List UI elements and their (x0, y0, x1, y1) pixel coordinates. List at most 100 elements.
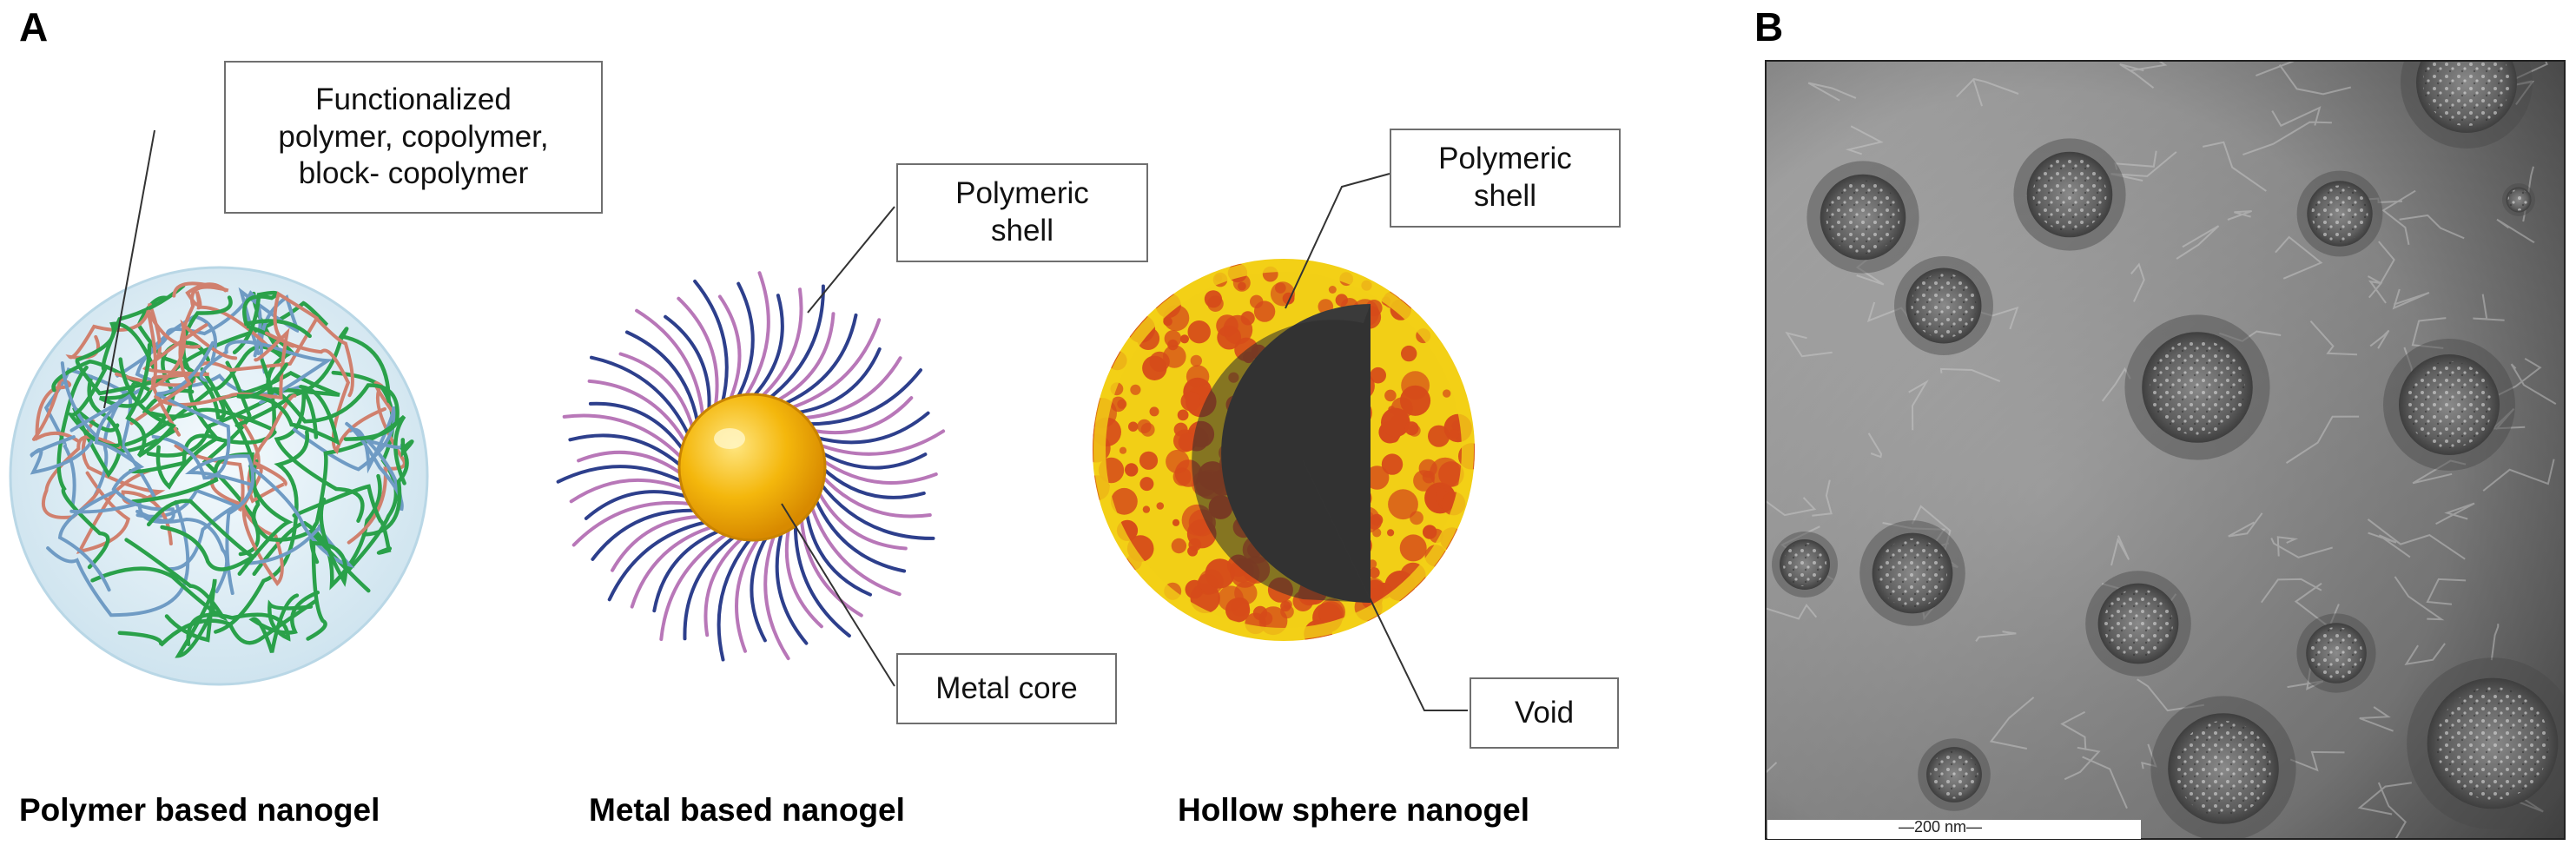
film-wrinkle (2359, 706, 2394, 732)
film-wrinkle (2256, 61, 2296, 77)
film-wrinkle (2202, 141, 2267, 192)
film-wrinkle (1867, 433, 1883, 459)
shell-strand (569, 478, 689, 504)
callout-polymer-line1: Functionalized (315, 82, 512, 116)
film-wrinkle (2514, 80, 2535, 105)
polymer-chain (347, 380, 406, 545)
polymer-chain (117, 598, 319, 647)
scale-bar-label: —200 nm— (1899, 818, 1983, 835)
shell-spot (1364, 466, 1390, 490)
callout-polymer-line2: polymer, copolymer, (278, 119, 549, 154)
shell-strand (813, 495, 907, 573)
shell-spot (1187, 320, 1211, 344)
shell-strand (758, 287, 803, 400)
shell-strand (809, 502, 902, 597)
polymer-chain (130, 452, 294, 576)
tem-micrograph (1765, 60, 2566, 840)
shell-spot (1280, 600, 1291, 612)
polymer-chain (146, 499, 257, 571)
shell-strand (818, 450, 928, 470)
shell-strand (784, 524, 823, 629)
film-wrinkle (1766, 762, 1778, 775)
polymer-chain (66, 283, 186, 448)
tem-particles (1772, 61, 2565, 839)
polymer-chain (273, 291, 354, 398)
film-wrinkle (1975, 631, 2017, 642)
shell-spot (1180, 391, 1201, 412)
shell-strand (562, 413, 685, 461)
polymer-chain (164, 578, 217, 658)
shell-spot (1137, 419, 1152, 433)
film-wrinkle (2367, 518, 2466, 560)
polymer-chain (72, 374, 122, 479)
film-wrinkle (2275, 235, 2323, 280)
shell-spot (1163, 345, 1186, 368)
shell-strand (763, 531, 790, 661)
shell-spot (1111, 487, 1138, 515)
polymer-chain (362, 438, 414, 537)
film-wrinkle (2368, 241, 2395, 285)
shell-strand (587, 379, 689, 446)
film-wrinkle (2227, 210, 2252, 221)
shell-spot (1125, 463, 1139, 477)
shell-spot (1370, 367, 1386, 384)
film-wrinkle (2482, 459, 2555, 492)
shell-spot (1381, 407, 1410, 438)
leader-polymer (103, 129, 155, 409)
shell-spot (1275, 282, 1286, 294)
film-wrinkle (2082, 756, 2128, 809)
particle-texture (2406, 361, 2493, 448)
polymer-chain (247, 393, 297, 504)
callout-metal-shell-line2: shell (991, 214, 1054, 248)
callout-metal-shell: Polymeric shell (896, 163, 1148, 262)
film-wrinkle (2228, 512, 2263, 538)
shell-spot (1172, 518, 1180, 526)
film-wrinkle (1989, 697, 2035, 750)
film-wrinkle (2369, 329, 2390, 349)
film-wrinkle (2114, 150, 2157, 170)
metal-core-highlight (714, 428, 745, 449)
caption-metal: Metal based nanogel (589, 792, 905, 828)
polymer-chain (115, 316, 319, 387)
shell-spot (1119, 446, 1127, 454)
scale-bar-box (1767, 820, 2141, 839)
shell-spot (1186, 365, 1210, 388)
polymer-chain (69, 386, 145, 492)
shell-strand (591, 508, 700, 561)
callout-hollow-void-text: Void (1514, 695, 1575, 730)
callout-hollow-void: Void (1470, 677, 1619, 749)
shell-strand (703, 534, 746, 637)
metal-nanogel-illustration (556, 271, 946, 662)
shell-strand (816, 488, 908, 551)
particle-texture (1783, 543, 1826, 586)
shell-spot (1190, 354, 1203, 367)
film-wrinkle (2110, 535, 2130, 566)
film-wrinkle (1908, 380, 1929, 431)
film-wrinkle (2399, 214, 2465, 240)
film-wrinkle (1882, 522, 1946, 548)
particle-texture (1878, 538, 1947, 608)
shell-spot (1128, 421, 1139, 432)
shell-strand (773, 312, 836, 404)
metal-core (677, 393, 827, 542)
shell-strand (607, 519, 711, 602)
shell-strand (809, 396, 914, 435)
shell-strand (590, 355, 691, 439)
film-wrinkle (2368, 280, 2387, 304)
shell-spot (1187, 545, 1199, 557)
hollow-void-shadow (1192, 304, 1371, 603)
shell-spot (1225, 598, 1251, 623)
shell-strand (793, 519, 851, 637)
shell-strand (664, 314, 711, 415)
shell-strand (659, 531, 731, 641)
shell-strand (816, 429, 946, 456)
film-wrinkle (2060, 710, 2087, 750)
film-wrinkle (2270, 538, 2333, 558)
shell-spot (1156, 502, 1165, 510)
panel-label-b: B (1754, 4, 1784, 50)
film-wrinkle (2130, 262, 2145, 302)
shell-strand (750, 294, 784, 400)
film-wrinkle (2411, 317, 2447, 349)
shell-strand (677, 296, 719, 411)
film-wrinkle (2392, 288, 2430, 310)
